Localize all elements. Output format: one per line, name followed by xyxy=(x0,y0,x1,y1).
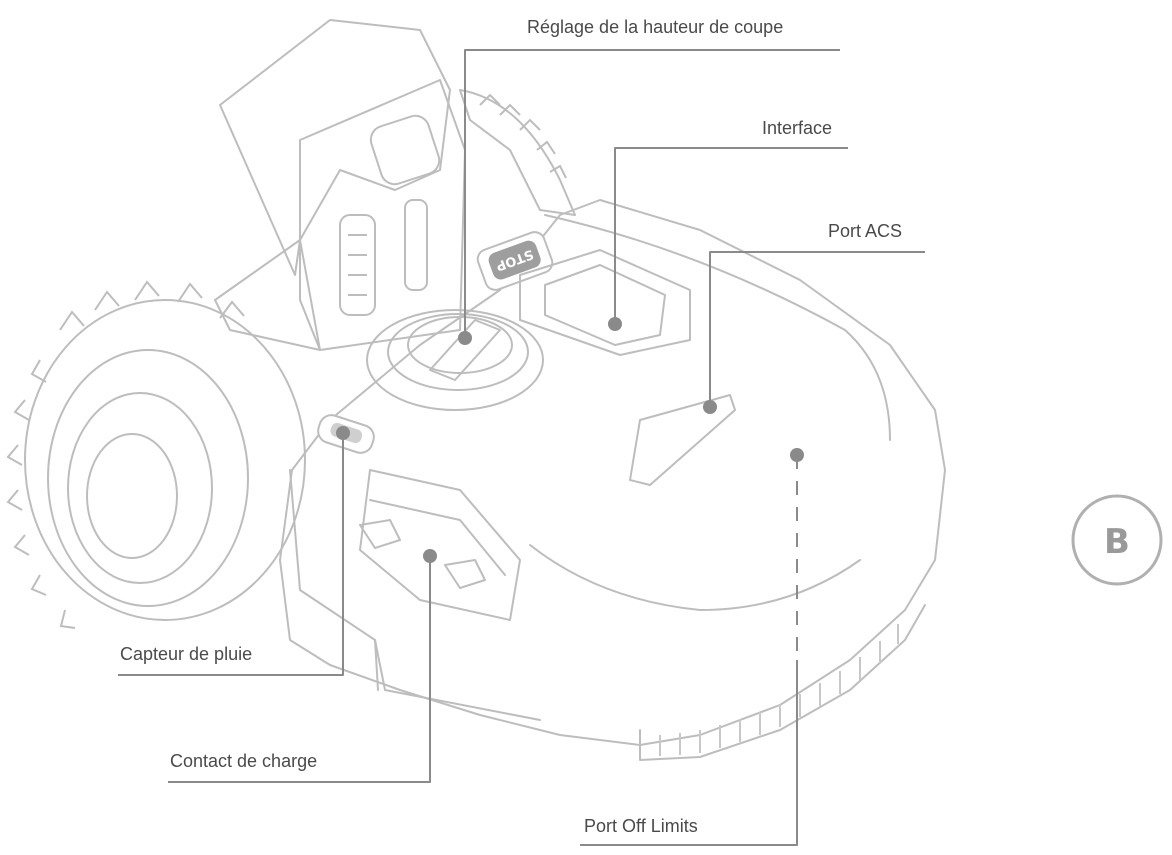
callout-label-interface: Interface xyxy=(762,118,832,138)
top-ridge xyxy=(545,215,890,440)
callout-interface: Interface xyxy=(608,118,848,331)
callout-charge-contact: Contact de charge xyxy=(168,549,437,782)
battery-bars xyxy=(348,235,367,295)
callout-cut-height: Réglage de la hauteur de coupe xyxy=(458,17,840,345)
figure-badge-letter: B xyxy=(1104,522,1130,562)
callout-acs-port: Port ACS xyxy=(703,221,925,414)
handle-grip-top xyxy=(367,112,443,188)
battery-indicator xyxy=(340,215,375,315)
callout-label-rain-sensor: Capteur de pluie xyxy=(120,644,252,664)
battery-housing xyxy=(300,80,465,350)
charging-contact-block xyxy=(360,470,520,620)
figure-badge: B xyxy=(1073,496,1161,584)
callout-label-off-limits-port: Port Off Limits xyxy=(584,816,698,836)
cut-height-knob xyxy=(367,310,543,410)
rear-handle xyxy=(220,20,450,275)
rear-wheel-top xyxy=(460,90,575,215)
callout-label-acs-port: Port ACS xyxy=(828,221,902,241)
handle-grip-slot xyxy=(405,200,427,290)
callout-label-charge-contact: Contact de charge xyxy=(170,751,317,771)
callout-off-limits-port: Port Off Limits xyxy=(580,448,804,845)
mower-skirt xyxy=(640,605,925,760)
acs-port-slot xyxy=(630,395,735,485)
front-bumper xyxy=(530,545,860,610)
callout-label-cut-height: Réglage de la hauteur de coupe xyxy=(527,17,783,37)
front-wheel xyxy=(8,282,305,628)
stop-button: STOP xyxy=(475,229,555,292)
